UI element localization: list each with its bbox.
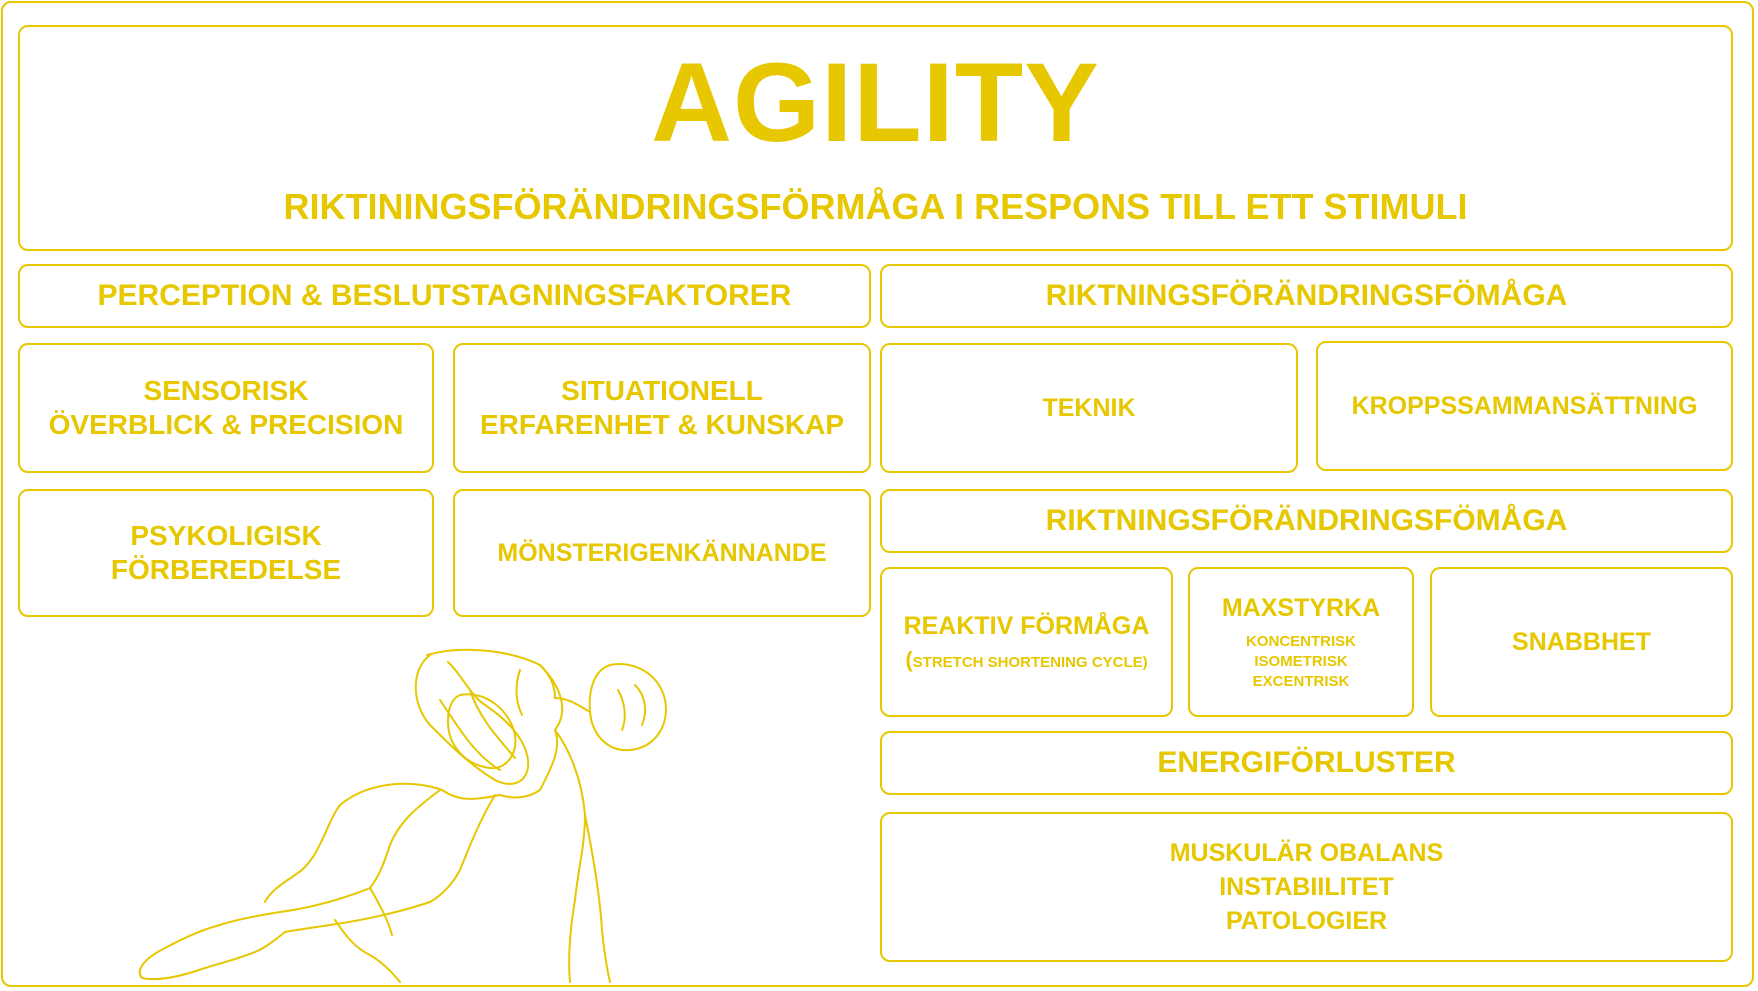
maxstyrka-sub2: ISOMETRISK bbox=[1254, 653, 1348, 670]
monsterigenkannande-box: MÖNSTERIGENKÄNNANDE bbox=[453, 489, 871, 617]
energiforluster-box: ENERGIFÖRLUSTER bbox=[880, 731, 1733, 795]
riktnings-header-2: RIKTNINGSFÖRÄNDRINGSFÖMÅGA bbox=[880, 489, 1733, 553]
perception-header: PERCEPTION & BESLUTSTAGNINGSFAKTORER bbox=[18, 264, 871, 328]
sensorisk-line2: ÖVERBLICK & PRECISION bbox=[48, 409, 404, 440]
riktnings-header-1: RIKTNINGSFÖRÄNDRINGSFÖMÅGA bbox=[880, 264, 1733, 328]
muskular-line3: PATOLOGIER bbox=[1225, 907, 1388, 935]
reaktiv-box: REAKTIV FÖRMÅGA (STRETCH SHORTENING CYCL… bbox=[880, 567, 1173, 717]
maxstyrka-label: MAXSTYRKA bbox=[1221, 594, 1381, 622]
reaktiv-sub: (STRETCH SHORTENING CYCLE) bbox=[905, 646, 1148, 672]
situationell-line2: ERFARENHET & KUNSKAP bbox=[479, 409, 845, 440]
kroppssammansattning-box: KROPPSSAMMANSÄTTNING bbox=[1316, 341, 1733, 471]
muskular-line2: INSTABIILITET bbox=[1219, 873, 1394, 901]
teknik-box: TEKNIK bbox=[880, 343, 1298, 473]
reaktiv-label: REAKTIV FÖRMÅGA bbox=[903, 611, 1150, 640]
psykologisk-box: PSYKOLIGISK FÖRBEREDELSE bbox=[18, 489, 434, 617]
sensorisk-line1: SENSORISK bbox=[143, 375, 309, 407]
page-subtitle: RIKTININGSFÖRÄNDRINGSFÖRMÅGA I RESPONS T… bbox=[283, 186, 1468, 228]
athlete-cutting-icon bbox=[138, 648, 667, 983]
maxstyrka-box: MAXSTYRKA KONCENTRISK ISOMETRISK EXCENTR… bbox=[1188, 567, 1414, 717]
psykologisk-line2: FÖRBEREDELSE bbox=[110, 554, 342, 585]
page-title: AGILITY bbox=[651, 40, 1100, 166]
muskular-box: MUSKULÄR OBALANS INSTABIILITET PATOLOGIE… bbox=[880, 812, 1733, 962]
psykologisk-line1: PSYKOLIGISK bbox=[130, 520, 322, 552]
maxstyrka-sub1: KONCENTRISK bbox=[1245, 633, 1356, 650]
maxstyrka-sub3: EXCENTRISK bbox=[1252, 673, 1350, 690]
snabbhet-box: SNABBHET bbox=[1430, 567, 1733, 717]
monsterigenkannande-label: MÖNSTERIGENKÄNNANDE bbox=[497, 539, 827, 567]
situationell-box: SITUATIONELL ERFARENHET & KUNSKAP bbox=[453, 343, 871, 473]
muskular-line1: MUSKULÄR OBALANS bbox=[1169, 839, 1444, 867]
sensorisk-box: SENSORISK ÖVERBLICK & PRECISION bbox=[18, 343, 434, 473]
title-box: AGILITY RIKTININGSFÖRÄNDRINGSFÖRMÅGA I R… bbox=[18, 25, 1733, 251]
situationell-line1: SITUATIONELL bbox=[561, 375, 763, 407]
